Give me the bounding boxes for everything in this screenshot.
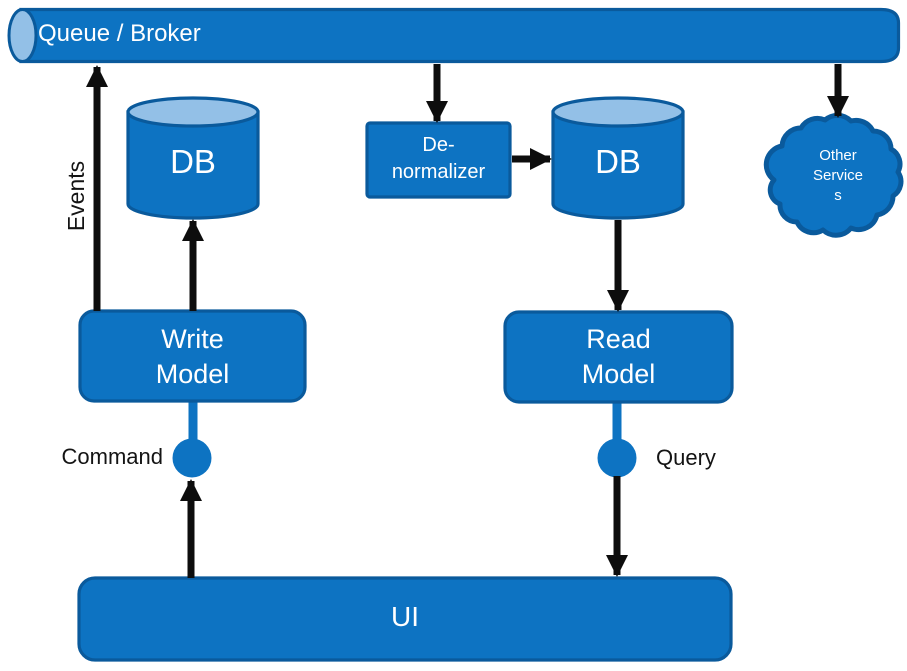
read-db-cylinder (551, 96, 685, 220)
denormalizer-box (365, 121, 512, 199)
ui-box (77, 576, 733, 662)
other-services-label-line3: s (834, 187, 842, 204)
read-model-label: Read Model (505, 322, 732, 392)
query-port-circle (597, 438, 637, 478)
denormalizer-label: De- normalizer (367, 132, 510, 186)
query-label: Query (656, 445, 716, 470)
read-model-box (503, 310, 734, 404)
other-services-label-line1: Other (819, 147, 857, 164)
write-db-label: DB (170, 143, 216, 180)
queue-broker-pipe (19, 7, 901, 64)
write-model-label-line2: Model (155, 359, 230, 389)
write-model-label: Write Model (80, 322, 305, 392)
read-db-label: DB (595, 143, 641, 180)
other-services-cloud (763, 112, 904, 238)
queue-broker-label: Queue / Broker (38, 20, 201, 47)
denormalizer-label-line1: De- (422, 134, 455, 156)
write-model-label-line1: Write (161, 324, 224, 354)
other-services-label: Other Service s (776, 146, 900, 206)
read-model-label-line1: Read (586, 324, 651, 354)
other-services-label-line2: Service (812, 167, 864, 184)
denormalizer-label-line2: normalizer (391, 161, 486, 183)
ui-label: UI (391, 601, 419, 632)
read-model-label-line2: Model (581, 359, 656, 389)
command-port-circle (172, 438, 212, 478)
events-label: Events (63, 160, 89, 232)
write-db-cylinder (126, 96, 260, 220)
command-label: Command (61, 444, 163, 469)
queue-pipe-left-cap (7, 8, 38, 63)
